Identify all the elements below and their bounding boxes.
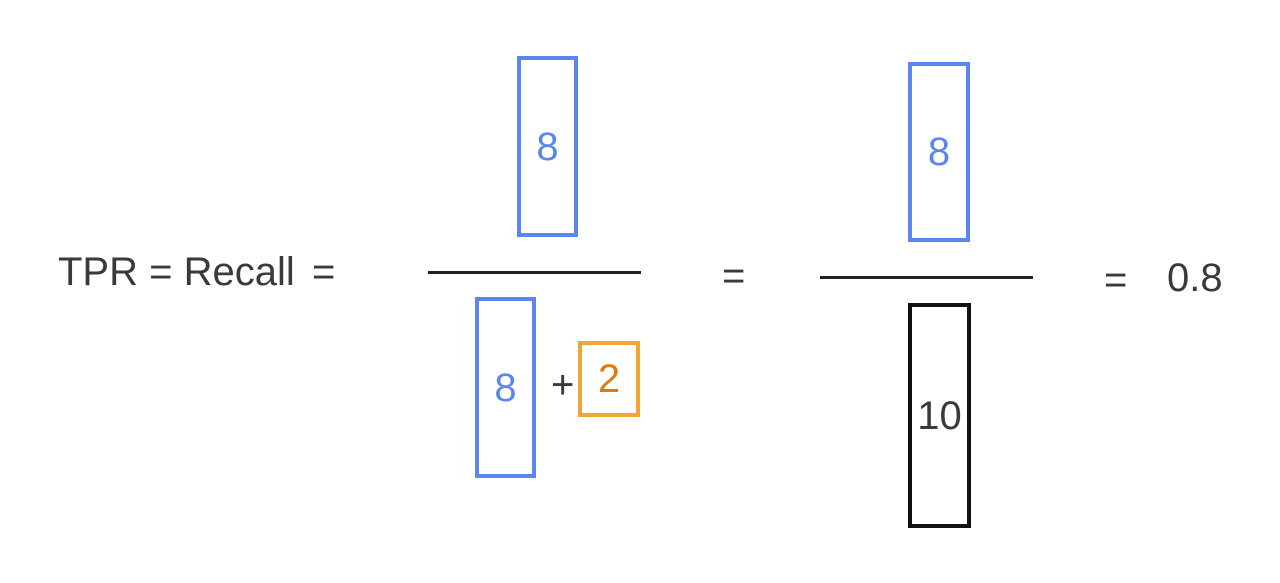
equals-sign-1: = bbox=[312, 250, 336, 294]
fraction2-numerator-tp-box: 8 bbox=[908, 62, 970, 242]
fraction1-bar bbox=[428, 271, 641, 274]
fraction1-denominator-tp-value: 8 bbox=[494, 365, 517, 410]
fraction2-denominator-total-box: 10 bbox=[908, 303, 971, 528]
plus-sign: + bbox=[551, 363, 575, 407]
fraction1-denominator-fn-box: 2 bbox=[578, 341, 640, 417]
fraction2-bar bbox=[820, 276, 1033, 279]
equals-sign-3: = bbox=[1104, 258, 1128, 302]
fraction1-numerator-tp-box: 8 bbox=[517, 56, 578, 237]
fraction2-numerator-value: 8 bbox=[927, 130, 951, 174]
result-value: 0.8 bbox=[1167, 256, 1223, 300]
lhs-label: TPR = Recall bbox=[58, 250, 295, 294]
equals-sign-2: = bbox=[722, 254, 746, 298]
fraction1-numerator-value: 8 bbox=[536, 124, 559, 169]
fraction1-denominator-tp-box: 8 bbox=[475, 297, 536, 478]
fraction2-denominator-value: 10 bbox=[917, 393, 962, 438]
fraction1-denominator-fn-value: 2 bbox=[597, 357, 621, 401]
